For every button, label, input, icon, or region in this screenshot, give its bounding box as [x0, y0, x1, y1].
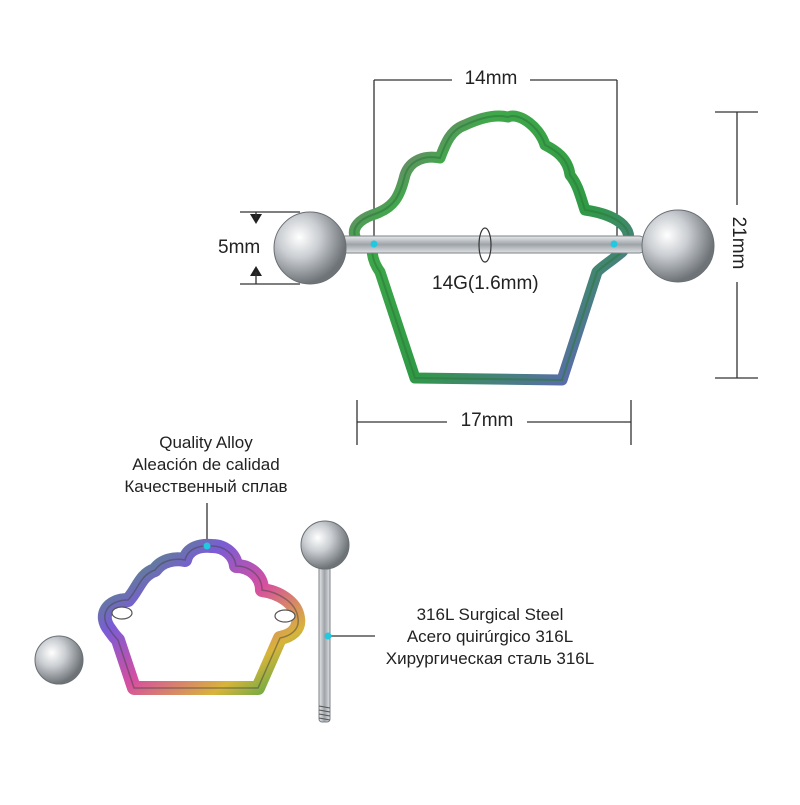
steel-label-es: Acero quirúrgico 316L	[406, 627, 574, 646]
highlight-dot	[370, 240, 378, 248]
steel-callout: 316L Surgical Steel Acero quirúrgico 316…	[370, 604, 610, 670]
alloy-label-en: Quality Alloy	[159, 433, 253, 452]
barbell-ball-right	[641, 209, 715, 283]
frame-hole	[111, 606, 133, 620]
dim-top-width-label: 14mm	[464, 68, 518, 89]
dim-height-label: 21mm	[728, 216, 749, 270]
barbell-ball-left	[273, 211, 347, 285]
highlight-dot	[324, 632, 332, 640]
alloy-callout: Quality Alloy Aleación de calidad Качест…	[100, 432, 312, 498]
highlight-dot	[203, 542, 211, 550]
loose-ball	[34, 635, 84, 685]
exploded-parts	[34, 503, 375, 723]
highlight-dot	[610, 240, 618, 248]
arrow-down-icon	[250, 214, 262, 224]
vertical-barbell-bar	[318, 559, 331, 723]
barbell-top-ball	[300, 520, 350, 570]
rotation-icon	[478, 227, 492, 263]
assembled-piercing	[240, 79, 758, 445]
alloy-label-es: Aleación de calidad	[132, 455, 280, 474]
dim-bottom-width-label: 17mm	[460, 410, 514, 431]
frame-hole	[274, 609, 296, 623]
steel-label-ru: Хирургическая сталь 316L	[385, 649, 595, 668]
steel-label-en: 316L Surgical Steel	[416, 605, 564, 624]
dim-ball-label: 5mm	[218, 237, 261, 258]
rainbow-cupcake-frame	[97, 538, 306, 695]
gauge-label: 14G(1.6mm)	[432, 273, 539, 294]
alloy-label-ru: Качественный сплав	[124, 477, 288, 496]
arrow-up-icon	[250, 266, 262, 276]
